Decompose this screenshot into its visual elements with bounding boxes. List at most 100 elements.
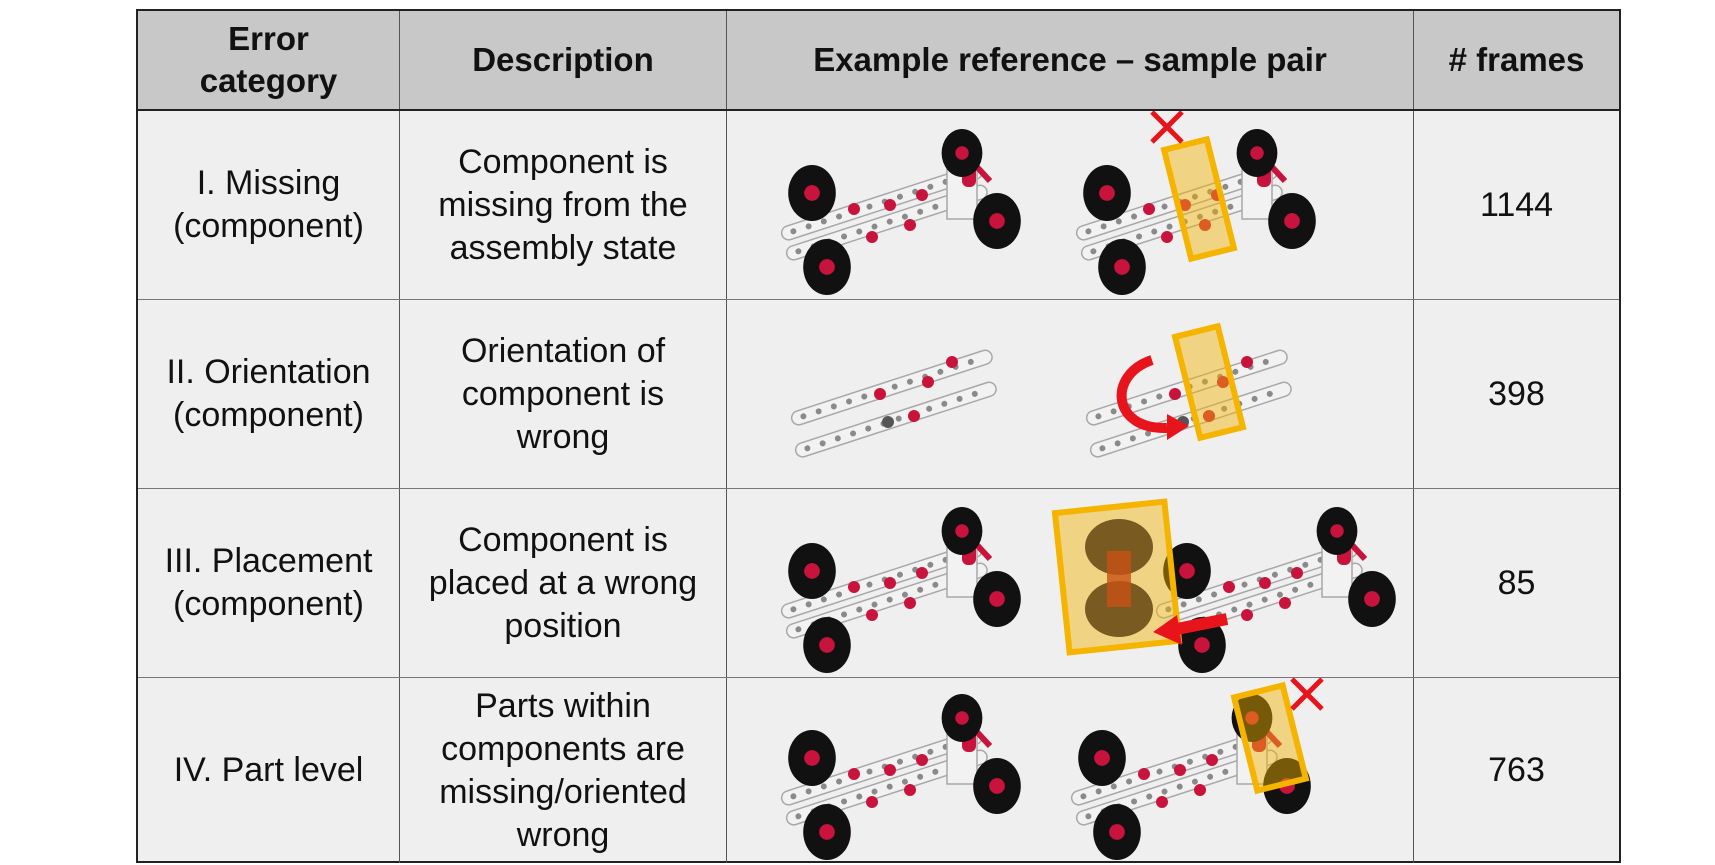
- vehicle: [1155, 507, 1396, 673]
- highlight-box: [1171, 322, 1247, 442]
- description-text: Component is placed at a wrong position: [428, 520, 698, 645]
- bolt: [848, 581, 860, 593]
- table-row: II. Orientation (component) Orientation …: [138, 300, 1619, 489]
- hub: [989, 213, 1005, 229]
- bolt: [1199, 219, 1211, 231]
- frames-count: 85: [1497, 563, 1536, 602]
- bolt: [848, 768, 860, 780]
- frames-count: 1144: [1479, 185, 1554, 224]
- header-frames: # frames: [1414, 11, 1619, 109]
- axle-shaft: [1107, 551, 1131, 607]
- bolt: [1138, 768, 1150, 780]
- vehicle: [780, 507, 1021, 673]
- example-illustration: [790, 322, 1292, 458]
- description-cell: Orientation of component is wrong: [400, 300, 727, 488]
- error-category-table: Error category Description Example refer…: [136, 9, 1621, 863]
- hub: [1179, 563, 1195, 579]
- category-cell: II. Orientation (component): [138, 300, 400, 488]
- bolt: [1194, 784, 1206, 796]
- hub: [1109, 824, 1125, 840]
- hub: [819, 824, 835, 840]
- frames-cell: 1144: [1414, 111, 1619, 299]
- hub: [955, 524, 969, 538]
- chassis: [790, 349, 997, 458]
- bolt: [1174, 764, 1186, 776]
- bolt: [922, 376, 934, 388]
- hub: [955, 711, 969, 725]
- description-text: Orientation of component is wrong: [460, 331, 666, 456]
- hub: [1364, 591, 1380, 607]
- description-cell: Component is placed at a wrong position: [400, 489, 727, 677]
- highlight-box: [1230, 681, 1310, 795]
- bolt: [1241, 356, 1253, 368]
- bolt: [908, 410, 920, 422]
- beam: [790, 349, 993, 426]
- bolt: [904, 597, 916, 609]
- bolt: [866, 609, 878, 621]
- hub: [804, 563, 820, 579]
- axle-wheel: [1085, 519, 1153, 575]
- description-cell: Component is missing from the assembly s…: [400, 111, 727, 299]
- example-cell: [727, 300, 1414, 488]
- bolt: [1203, 410, 1215, 422]
- vehicle: [780, 694, 1021, 860]
- red-x-mark: [1290, 678, 1324, 711]
- hub: [1284, 213, 1300, 229]
- hub: [1330, 524, 1344, 538]
- example-illustration: [780, 111, 1316, 295]
- axle-wheel: [1085, 581, 1153, 637]
- header-example: Example reference – sample pair: [727, 11, 1414, 109]
- arrowhead: [1153, 615, 1182, 645]
- header-example-label: Example reference – sample pair: [813, 41, 1327, 78]
- category-label: III. Placement (component): [164, 542, 373, 623]
- hub: [819, 637, 835, 653]
- red-rotation-arrow: [1116, 355, 1168, 434]
- frames-count: 763: [1488, 751, 1545, 789]
- example-cell: [727, 678, 1414, 863]
- arrowhead: [1167, 414, 1189, 440]
- bolt: [1241, 609, 1253, 621]
- frames-cell: 763: [1414, 678, 1619, 863]
- example-cell: [727, 489, 1414, 677]
- header-frames-label: # frames: [1448, 41, 1585, 78]
- bolt: [946, 356, 958, 368]
- bolt: [1161, 231, 1173, 243]
- bolt: [904, 784, 916, 796]
- red-move-arrow: [1175, 613, 1229, 635]
- category-cell: III. Placement (component): [138, 489, 400, 677]
- beam: [1070, 729, 1273, 806]
- category-cell: I. Missing (component): [138, 111, 400, 299]
- hub: [1114, 259, 1130, 275]
- bolt: [1291, 567, 1303, 579]
- bolt: [1223, 581, 1235, 593]
- table-row: III. Placement (component) Component is …: [138, 489, 1619, 678]
- bolt: [916, 189, 928, 201]
- bolt: [1206, 754, 1218, 766]
- header-description-label: Description: [472, 41, 654, 78]
- table-row: IV. Part level Parts within components a…: [138, 678, 1619, 863]
- frames-cell: 398: [1414, 300, 1619, 488]
- category-label: II. Orientation (component): [166, 353, 371, 434]
- bolt: [916, 567, 928, 579]
- hub: [819, 259, 835, 275]
- vehicle: [780, 129, 1021, 295]
- bolt: [916, 754, 928, 766]
- bolt: [1217, 376, 1229, 388]
- example-illustration: [780, 678, 1324, 860]
- description-text: Component is missing from the assembly s…: [438, 142, 688, 267]
- bolt: [1143, 203, 1155, 215]
- example-cell: [727, 111, 1414, 299]
- description-text: Parts within components are missing/orie…: [439, 686, 687, 854]
- category-cell: IV. Part level: [138, 678, 400, 863]
- hub: [1094, 750, 1110, 766]
- hub: [1194, 637, 1210, 653]
- hub: [1099, 185, 1115, 201]
- header-error-category-label: Error category: [199, 20, 338, 99]
- hub: [804, 750, 820, 766]
- example-illustration: [780, 498, 1396, 673]
- category-label: IV. Part level: [173, 751, 364, 789]
- bolt: [1259, 577, 1271, 589]
- table-row: I. Missing (component) Component is miss…: [138, 111, 1619, 300]
- bolt: [1179, 199, 1191, 211]
- header-error-category: Error category: [138, 11, 400, 109]
